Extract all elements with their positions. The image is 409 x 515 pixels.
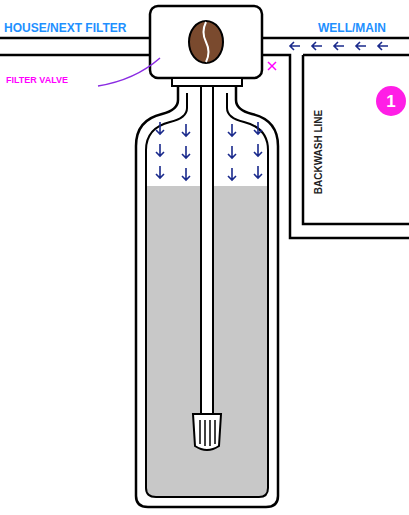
riser-tube xyxy=(193,76,221,450)
closed-mark xyxy=(268,62,276,70)
drawing-part xyxy=(262,37,409,40)
flow-arrow xyxy=(228,124,236,136)
drawing-part xyxy=(303,55,409,224)
valve-head xyxy=(150,6,262,78)
drawing-part xyxy=(268,62,276,70)
flow-arrow xyxy=(254,122,262,134)
drawing-part xyxy=(0,37,150,40)
valve-knob xyxy=(189,21,223,63)
drawing-part xyxy=(356,42,366,50)
drawing-part xyxy=(268,62,276,70)
flow-arrow xyxy=(228,168,236,180)
drawing-part xyxy=(290,42,300,50)
flow-arrow xyxy=(254,166,262,178)
outlet-pipe xyxy=(0,38,150,55)
flow-arrow xyxy=(182,124,190,136)
drawing-part xyxy=(189,21,223,63)
drawing-part xyxy=(214,420,216,444)
drawing-part xyxy=(204,22,209,62)
inlet-pipe xyxy=(262,38,409,238)
port-label: HOUSE/NEXT FILTER xyxy=(4,22,126,34)
drawing-part xyxy=(0,54,150,57)
drawing-part xyxy=(204,420,206,446)
flow-arrow xyxy=(182,168,190,180)
drawing-part xyxy=(201,76,213,416)
flow-arrow xyxy=(156,166,164,178)
flow-arrow xyxy=(182,146,190,158)
flow-arrows xyxy=(156,122,262,180)
callout-circle xyxy=(376,86,406,116)
flow-arrow xyxy=(254,144,262,156)
drawing-part xyxy=(334,42,344,50)
line-label: BACKWASH LINE xyxy=(314,110,324,194)
callout-number: 1 xyxy=(386,93,395,110)
valve-collar xyxy=(172,78,242,86)
drawing-part xyxy=(303,54,409,57)
part-label: FILTER VALVE xyxy=(6,76,68,85)
drawing-part xyxy=(193,414,221,450)
drawing-part xyxy=(262,55,409,238)
flow-arrow xyxy=(156,144,164,156)
drawing-part xyxy=(312,42,322,50)
leader-line xyxy=(98,58,160,86)
flow-arrows xyxy=(290,42,388,50)
port-label: WELL/MAIN xyxy=(318,22,386,34)
drawing-part xyxy=(199,420,201,444)
drawing-part xyxy=(209,420,211,446)
flow-arrow xyxy=(228,146,236,158)
flow-arrow xyxy=(156,122,164,134)
drawing-part xyxy=(378,42,388,50)
